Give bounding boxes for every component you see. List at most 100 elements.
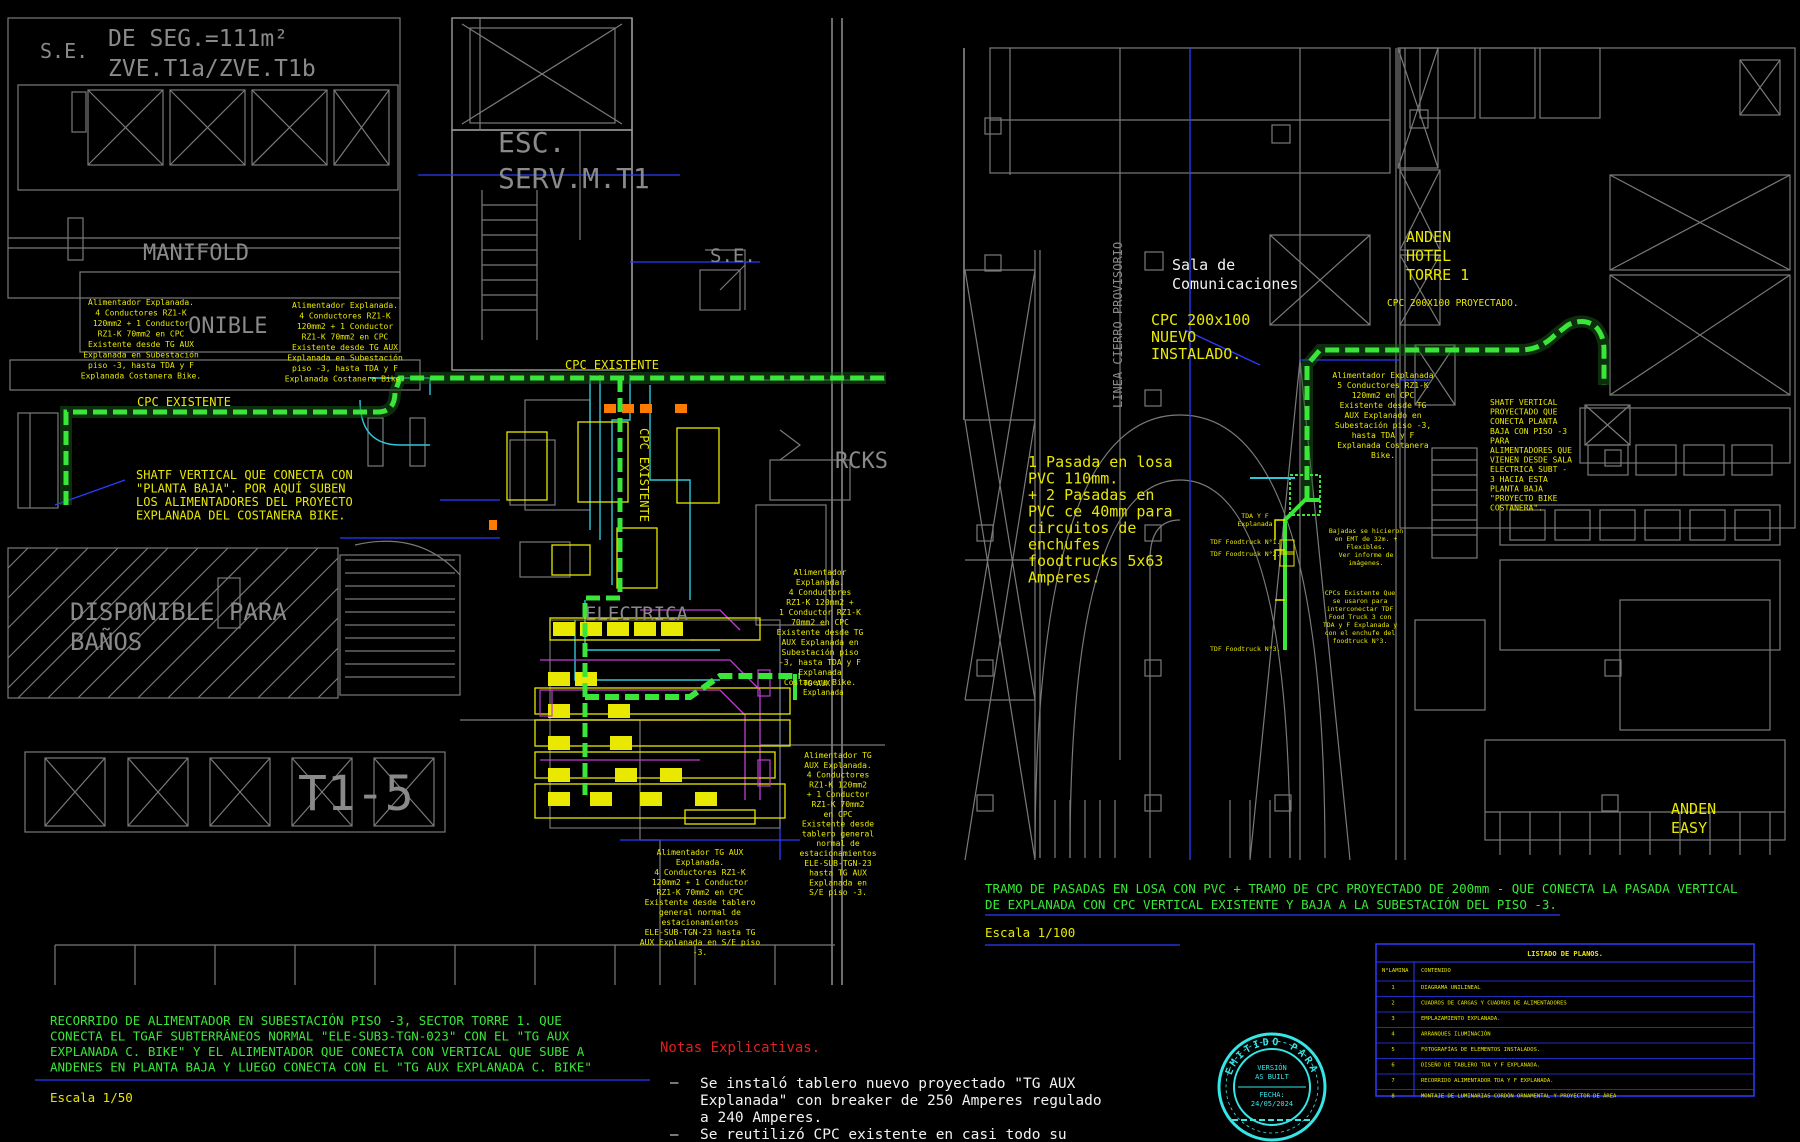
text-line: PARA [1490,436,1509,445]
text-line: interconectar TDF [1327,605,1394,613]
text-line: ELE-SUB-TGN-23 [804,859,872,868]
text-line: Subestación piso [781,647,858,657]
as-built-stamp: EMITIDO PARA VERSIÓN AS BUILT FECHA: 24/… [1217,1032,1327,1142]
text-line: Alimentador [794,568,847,577]
plan-list-row-content: DISEÑO DE TABLERO TDA Y F EXPLANADA. [1421,1062,1540,1069]
explanatory-notes: Notas Explicativas. — Se instaló tablero… [660,1040,1102,1142]
text-line: "PROYECTO BIKE [1490,494,1558,503]
text-line: AUX Explanada en S/E piso [640,938,761,947]
text-line: Bajadas se hicieron [1329,527,1403,535]
text-line: 4 Conductores RZ1-K [654,868,746,877]
left-caption: RECORRIDO DE ALIMENTADOR EN SUBESTACIÓN … [50,1013,592,1075]
text-line: ANDEN [1406,228,1451,246]
plan-list-row-content: DIAGRAMA UNILINEAL [1421,985,1481,991]
text-line: hasta TDA y F [1352,431,1415,440]
text-line: PVC 110mm. [1028,470,1118,488]
plan-list-col-content: CONTENIDO [1421,968,1451,974]
electrica-fragment: ELECTRICA [585,603,689,625]
text-line: 4 Conductores RZ1-K [95,309,187,318]
se-label-2: S.E. [710,245,756,267]
stamp-line-2: AS BUILT [1255,1073,1290,1081]
text-line: ALIMENTADORES QUE [1490,446,1572,455]
text-line: se usaron para [1333,597,1388,605]
text-line: 120mm2 + 1 Conductor [297,322,394,331]
text-line: Alimentador Explanada. [292,301,398,310]
text-line: Alimentador Explanada [1332,371,1433,380]
disponible-banos-2: BAÑOS [70,626,142,656]
text-line: ELECTRICA SUBT - [1490,465,1567,474]
text-line: Existente desde TG [777,628,864,637]
right-scale: Escala 1/100 [985,925,1075,940]
cpc-existente-label-1: CPC EXISTENTE [137,395,231,409]
right-caption: TRAMO DE PASADAS EN LOSA CON PVC + TRAMO… [985,881,1738,912]
text-line: AUX Explanada. [804,761,871,770]
text-line: EXPLANADA C. BIKE" Y EL ALIMENTADOR QUE … [50,1044,585,1059]
text-line: Explanada en [809,878,867,887]
area-label: DE SEG.=111m² [108,26,288,52]
text-line: hasta TG AUX [809,869,867,878]
plan-list-title: LISTADO DE PLANOS. [1527,950,1603,958]
text-line: PVC ce 40mm para [1028,503,1173,521]
plan-list-row-number: 2 [1391,1001,1394,1007]
text-line: Existente desde TG AUX [292,343,398,352]
text-line: Existente desde [802,820,874,829]
text-line: RZ1-K 120mm2 [809,780,867,789]
plan-list-row-number: 6 [1391,1063,1394,1069]
text-line: RZ1-K 120mm2 + [786,598,854,607]
text-line: Flexibles. [1346,543,1385,551]
text-line: imágenes. [1348,559,1383,567]
text-line: estacionamientos [799,849,876,858]
disponible-fragment: ONIBLE [188,314,267,339]
text-line: RZ1-K 70mm2 en CPC [657,888,744,897]
text-line: Subestación piso -3, [1335,420,1431,430]
text-line: RZ1-K 70mm2 en CPC [98,330,185,339]
text-line: PLANTA BAJA [1490,484,1543,493]
text-line: Ver informe de [1339,551,1394,559]
text-line: Explanada en Subestación [83,350,199,360]
text-line: 1 Pasada en losa [1028,453,1173,471]
text-line: 5 Conductores RZ1-K [1337,381,1429,390]
text-line: Explanada. [676,858,724,867]
text-line: Explanada [803,688,844,697]
feeder-note-b: Alimentador Explanada.4 Conductores RZ1-… [285,301,405,384]
text-line: CONECTA EL TGAF SUBTERRÁNEOS NORMAL "ELE… [50,1029,570,1044]
text-line: -3. [693,948,707,957]
text-line: ELE-SUB-TGN-23 hasta TG [645,928,756,937]
text-line: foodtrucks 5x63 [1028,552,1163,570]
text-line: SHATF VERTICAL QUE CONECTA CON [136,468,353,482]
stamp-fecha: 24/05/2024 [1251,1100,1293,1108]
plan-list-row-number: 3 [1391,1016,1394,1022]
text-line: ANDENES EN PLANTA BAJA Y LUEGO CONECTA C… [50,1060,592,1075]
text-line: TG AUX [803,679,831,688]
text-line: -3, hasta TDA y F [779,658,861,667]
text-line: Amperes. [1028,569,1100,587]
text-line: EASY [1671,819,1707,837]
manifold-label: MANIFOLD [143,241,249,266]
text-line: AUX Explanado en [1344,411,1421,420]
text-line: Se reutilizó CPC existente en casi todo … [700,1127,1067,1142]
left-plan-labels: DE SEG.=111m² ZVE.T1a/ZVE.T1b S.E. ESC. … [40,26,888,1105]
text-line: TRAMO DE PASADAS EN LOSA CON PVC + TRAMO… [985,881,1738,896]
stamp-line-1: VERSIÓN [1257,1063,1287,1072]
text-line: Bike. [1371,451,1395,460]
text-line: "PLANTA BAJA". POR AQUÍ SUBEN [136,481,346,496]
text-line: 1 Conductor RZ1-K [779,608,861,617]
tdf-1-label: TDF Foodtruck N°1. [1210,538,1280,546]
esc-label: ESC. [498,126,565,159]
disponible-banos-1: DISPONIBLE PARA [70,598,287,626]
right-plan-architecture [963,47,1796,861]
text-line: enchufes [1028,536,1100,554]
text-line: VIENEN DESDE SALA [1490,456,1572,465]
text-line: Explanada. [796,578,844,587]
text-line: Explanada en Subestación [287,353,403,363]
text-line: general normal de [659,908,741,917]
text-line: en EMT de 32m. + [1335,535,1398,543]
plan-list-row-content: CUADROS DE CARGAS Y CUADROS DE ALIMENTAD… [1421,1001,1567,1007]
note-item-1: Se instaló tablero nuevo proyectado "TG … [700,1076,1102,1126]
plan-list-row-content: MONTAJE DE LUMINARIAS CORDÓN ORNAMENTAL … [1421,1093,1617,1100]
text-line: RZ1-K 70mm2 [812,800,865,809]
